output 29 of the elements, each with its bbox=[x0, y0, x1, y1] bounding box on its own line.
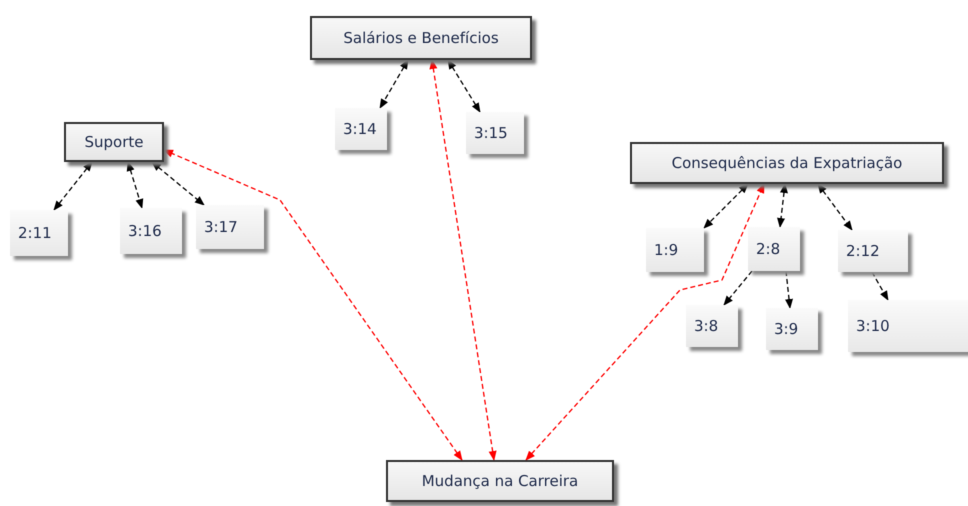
code-box: 3:8 bbox=[686, 305, 738, 347]
arrow bbox=[871, 272, 889, 301]
topic-box: Mudança na Carreira bbox=[386, 460, 614, 502]
code-box: 3:10 bbox=[848, 300, 968, 352]
arrow bbox=[447, 59, 481, 113]
code-box: 3:17 bbox=[196, 205, 264, 249]
topic-box: Salários e Benefícios bbox=[310, 16, 532, 60]
arrow bbox=[785, 270, 793, 309]
arrow bbox=[151, 161, 205, 206]
arrow bbox=[703, 183, 749, 229]
arrow bbox=[723, 270, 752, 306]
arrow bbox=[777, 183, 788, 228]
arrow bbox=[817, 183, 853, 231]
code-box: 3:14 bbox=[335, 108, 387, 150]
arrow bbox=[379, 59, 409, 109]
code-box: 1:9 bbox=[646, 228, 704, 272]
code-box: 3:15 bbox=[466, 112, 524, 154]
topic-box: Suporte bbox=[64, 122, 164, 162]
code-box: 2:8 bbox=[748, 227, 800, 271]
arrow bbox=[163, 149, 463, 461]
arrow bbox=[525, 183, 765, 461]
arrow bbox=[126, 161, 144, 209]
code-box: 2:12 bbox=[838, 230, 908, 272]
code-box: 3:16 bbox=[120, 208, 182, 254]
code-box: 2:11 bbox=[10, 210, 68, 256]
arrow bbox=[429, 59, 497, 461]
code-box: 3:9 bbox=[766, 308, 818, 350]
arrow bbox=[53, 161, 93, 211]
topic-box: Consequências da Expatriação bbox=[630, 142, 944, 184]
